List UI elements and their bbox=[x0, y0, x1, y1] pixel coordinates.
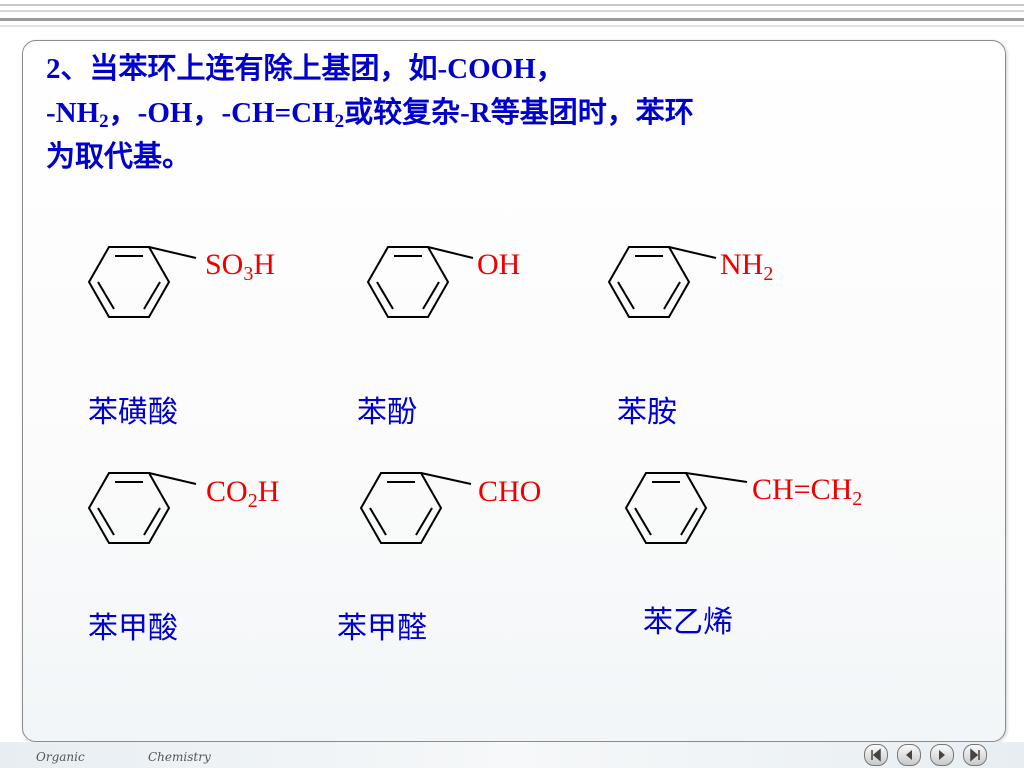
name-benzenesulfonic-acid: 苯磺酸 bbox=[88, 396, 178, 429]
footer-bar bbox=[0, 742, 1024, 768]
formula-sulfonic-acid: SO3H bbox=[205, 248, 276, 285]
top-decorative-stripes bbox=[0, 0, 1024, 34]
benzene-ring-aniline bbox=[604, 232, 724, 332]
formula-phenol: OH bbox=[477, 248, 521, 281]
heading-subscript-1: 2 bbox=[99, 111, 109, 132]
heading-line-2a: -NH bbox=[46, 97, 100, 129]
name-phenol: 苯酚 bbox=[357, 396, 417, 429]
previous-slide-button[interactable] bbox=[897, 744, 921, 766]
name-styrene: 苯乙烯 bbox=[643, 606, 733, 639]
next-slide-icon bbox=[939, 750, 945, 760]
heading-line-2c: 或较复杂-R等基团时，苯环 bbox=[344, 97, 694, 129]
footer-label-left: Organic bbox=[36, 750, 85, 764]
benzene-ring-sulfonic-acid bbox=[84, 232, 204, 332]
benzene-ring-benzaldehyde bbox=[356, 458, 476, 558]
first-slide-button[interactable] bbox=[864, 744, 888, 766]
slide-heading-text: 2、当苯环上连有除上基团，如-COOH， -NH2，-OH，-CH=CH2或较复… bbox=[46, 47, 956, 179]
footer-label-right: Chemistry bbox=[148, 750, 211, 764]
last-slide-icon bbox=[970, 748, 980, 762]
name-benzoic-acid: 苯甲酸 bbox=[88, 612, 178, 645]
heading-line-2b: ，-OH，-CH=CH bbox=[108, 97, 335, 129]
next-slide-button[interactable] bbox=[930, 744, 954, 766]
last-slide-button[interactable] bbox=[963, 744, 987, 766]
benzene-ring-styrene bbox=[621, 458, 751, 558]
previous-slide-icon bbox=[906, 750, 912, 760]
formula-styrene: CH=CH2 bbox=[752, 473, 863, 510]
heading-subscript-2: 2 bbox=[334, 111, 345, 132]
heading-line-1: 2、当苯环上连有除上基团，如-COOH， bbox=[46, 53, 565, 85]
first-slide-icon bbox=[871, 748, 881, 762]
benzene-ring-phenol bbox=[363, 232, 483, 332]
name-aniline: 苯胺 bbox=[617, 396, 677, 429]
benzene-ring-benzoic-acid bbox=[84, 458, 204, 558]
heading-line-3: 为取代基。 bbox=[46, 141, 192, 173]
formula-benzoic-acid: CO2H bbox=[206, 475, 280, 512]
formula-aniline: NH2 bbox=[720, 248, 774, 285]
name-benzaldehyde: 苯甲醛 bbox=[337, 612, 427, 645]
formula-benzaldehyde: CHO bbox=[478, 475, 542, 508]
slide-content-panel bbox=[22, 40, 1006, 742]
